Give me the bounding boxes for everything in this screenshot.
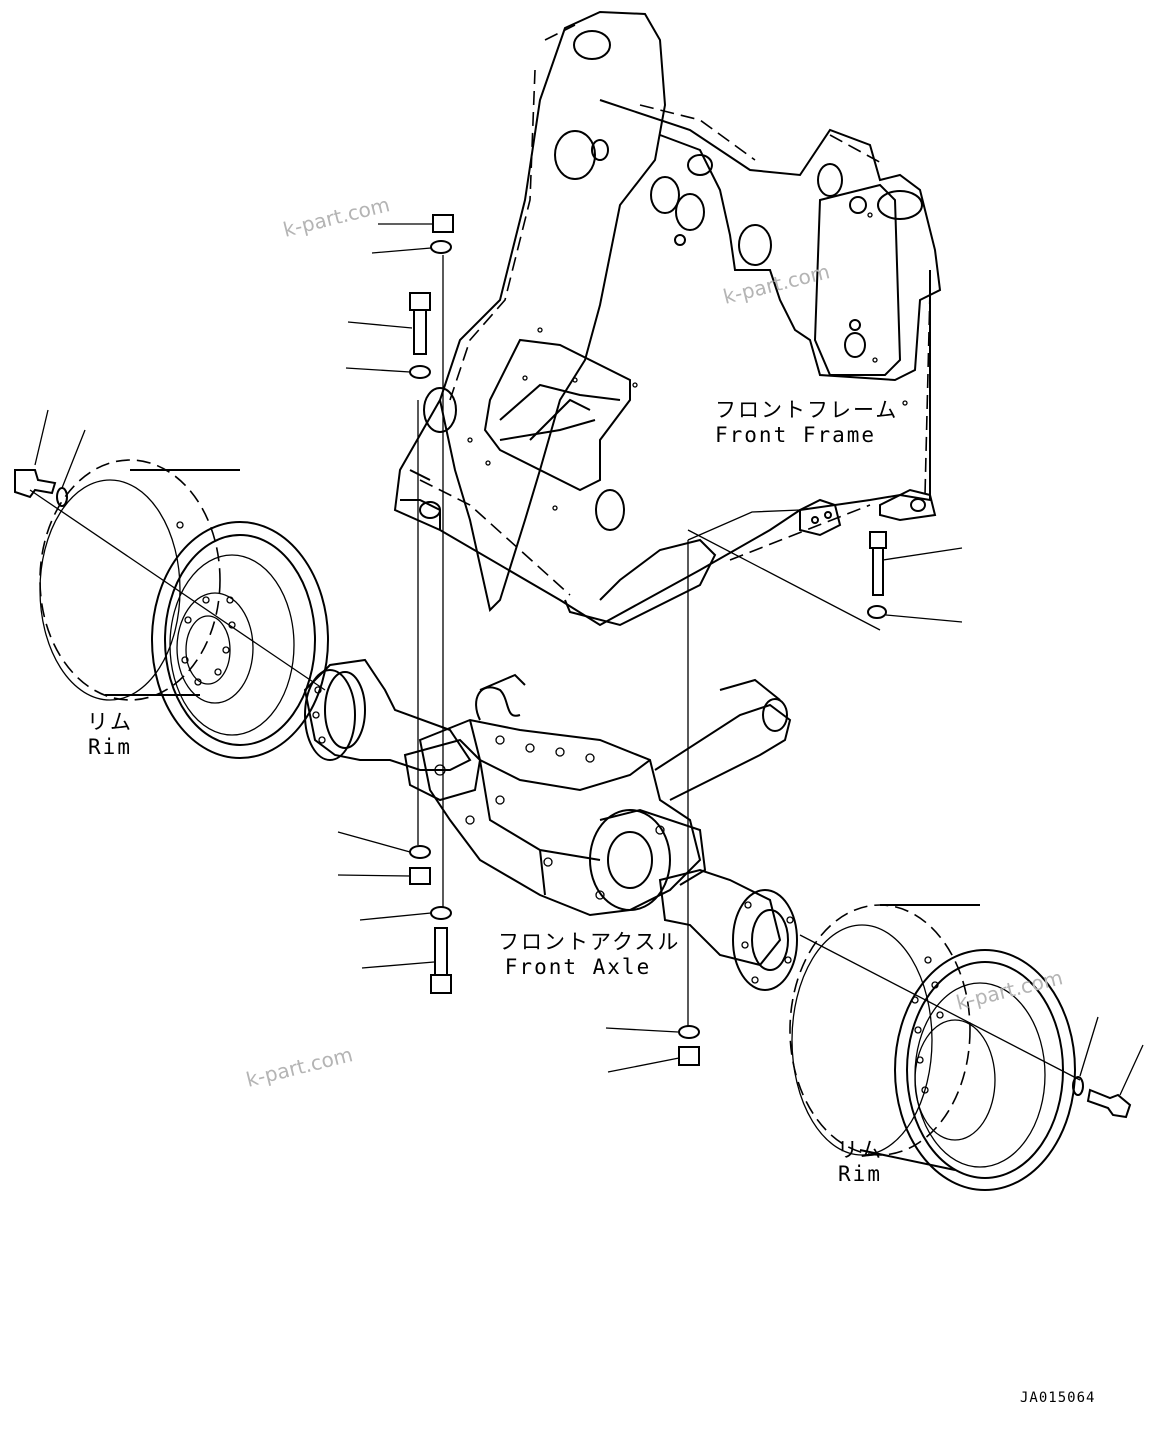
rim-right-label-jp: リム xyxy=(837,1138,883,1162)
front-axle-label-en: Front Axle xyxy=(504,955,652,979)
drawing-code: JA015064 xyxy=(1020,1390,1096,1406)
rim-left-label-jp: リム xyxy=(87,710,133,734)
rim-right-label-en: Rim xyxy=(838,1162,882,1186)
front-axle xyxy=(303,658,798,991)
front-frame xyxy=(393,10,942,627)
rim-left xyxy=(14,409,329,759)
rim-right xyxy=(789,904,1144,1191)
rim-left-label-en: Rim xyxy=(88,735,132,759)
front-frame-label-jp: フロントフレーム xyxy=(715,398,899,422)
front-axle-label-jp: フロントアクスル xyxy=(498,930,681,954)
hardware-left xyxy=(337,214,454,994)
hardware-right xyxy=(605,509,963,1073)
front-frame-label-en: Front Frame xyxy=(715,423,877,447)
